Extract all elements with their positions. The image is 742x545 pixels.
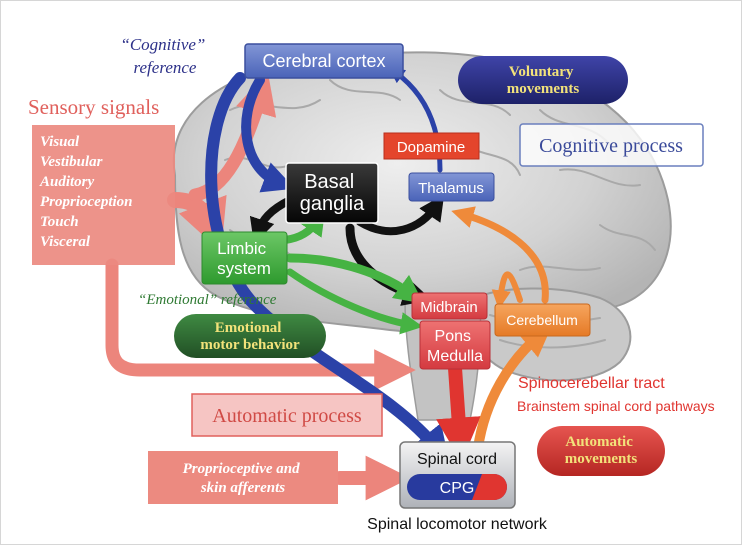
arrow-brainstem-to-spinal xyxy=(436,361,481,463)
svg-text:Automatic movements: Automatic movements xyxy=(565,434,638,467)
svg-text:Emotional motor behavior: Emotional motor behavior xyxy=(200,320,300,353)
automatic-process-label: Automatic process xyxy=(212,405,362,427)
arrow-limbic-to-midbrain xyxy=(285,253,424,304)
sensory-signals-box: Visual Vestibular Auditory Proprioceptio… xyxy=(32,125,175,265)
sensory-item-visual: Visual xyxy=(40,134,80,150)
automatic-movements-pill: Automatic movements xyxy=(537,426,665,476)
spinal-locomotor-network-label: Spinal locomotor network xyxy=(367,516,548,533)
basal-ganglia-node: Basal ganglia xyxy=(285,162,379,224)
pons-medulla-node: Pons Medulla xyxy=(419,320,491,370)
arrow-limbic-to-pons xyxy=(286,268,424,335)
dopamine-label: Dopamine xyxy=(397,139,465,156)
svg-text:Basal ganglia: Basal ganglia xyxy=(300,171,365,215)
cerebellum-label: Cerebellum xyxy=(506,312,578,328)
sensory-item-vestibular: Vestibular xyxy=(40,154,103,170)
voluntary-movements-pill: Voluntary movements xyxy=(458,56,628,104)
arrow-cortex-to-basal xyxy=(241,75,295,193)
arrow-spinocerebellar-tract xyxy=(473,324,553,453)
proprioceptive-afferents-box: Proprioceptive and skin afferents xyxy=(148,451,338,504)
cerebral-cortex-label: Cerebral cortex xyxy=(262,51,385,71)
cognitive-reference-line-1: “Cognitive” xyxy=(120,35,205,54)
emotional-motor-line-2: motor behavior xyxy=(200,337,300,353)
arrow-cerebellum-to-midbrain xyxy=(491,271,523,310)
midbrain-label: Midbrain xyxy=(420,299,478,316)
spinal-cord-node: Spinal cord CPG xyxy=(399,441,516,509)
svg-text:Limbic system: Limbic system xyxy=(217,239,271,278)
automatic-movements-line-2: movements xyxy=(565,451,638,467)
emotional-reference-label: “Emotional” reference xyxy=(138,292,277,308)
thalamus-node: Thalamus xyxy=(408,172,495,202)
emotional-motor-behavior-pill: Emotional motor behavior xyxy=(174,314,326,358)
thalamus-label: Thalamus xyxy=(418,180,484,197)
afferents-line-1: Proprioceptive and xyxy=(183,461,301,477)
cpg-node: CPG xyxy=(407,474,507,500)
sensory-item-auditory: Auditory xyxy=(39,174,95,190)
automatic-movements-line-1: Automatic xyxy=(565,434,633,450)
brainstem-pathways-label: Brainstem spinal cord pathways xyxy=(517,398,715,414)
sensory-item-proprioception: Proprioception xyxy=(40,194,133,210)
svg-text:Proprioceptive and skin: Proprioceptive and skin afferents xyxy=(183,461,304,496)
basal-ganglia-line-2: ganglia xyxy=(300,193,365,215)
cerebral-cortex-node: Cerebral cortex xyxy=(244,43,404,79)
limbic-system-line-2: system xyxy=(217,259,271,278)
arrow-sensory-to-brainstem xyxy=(105,258,416,391)
spinal-cord-label: Spinal cord xyxy=(417,451,497,468)
cognitive-process-box: Cognitive process xyxy=(519,123,704,167)
limbic-system-line-1: Limbic xyxy=(217,239,267,258)
pons-line: Pons xyxy=(435,328,471,345)
arrow-basal-to-thalamus xyxy=(356,194,445,235)
arrow-sensory-to-cortex xyxy=(188,72,277,202)
dopamine-node: Dopamine xyxy=(383,132,480,160)
spinocerebellar-tract-label: Spinocerebellar tract xyxy=(518,375,665,392)
voluntary-movements-line-2: movements xyxy=(507,81,580,97)
svg-text:Pons Medulla: Pons Medulla xyxy=(427,328,483,365)
automatic-process-box: Automatic process xyxy=(191,393,383,437)
midbrain-node: Midbrain xyxy=(411,292,488,320)
basal-ganglia-line-1: Basal xyxy=(304,171,354,193)
cognitive-reference-label: “Cognitive” reference xyxy=(120,35,209,77)
cognitive-process-label: Cognitive process xyxy=(539,135,683,157)
emotional-motor-line-1: Emotional xyxy=(215,320,282,336)
limbic-system-node: Limbic system xyxy=(201,231,288,285)
arrow-cerebellum-to-thalamus xyxy=(451,206,549,304)
afferents-line-2: skin afferents xyxy=(200,480,285,496)
svg-text:Visual Vestibular: Visual Vestibular Auditory Proprioceptio… xyxy=(39,134,136,250)
medulla-line: Medulla xyxy=(427,348,483,365)
sensory-item-visceral: Visceral xyxy=(40,234,91,250)
cerebellum-node: Cerebellum xyxy=(494,303,591,337)
voluntary-movements-line-1: Voluntary xyxy=(509,64,574,80)
sensory-item-touch: Touch xyxy=(40,214,79,230)
cpg-label: CPG xyxy=(440,480,475,497)
svg-text:Voluntary movements: Voluntary movements xyxy=(507,64,580,97)
sensory-signals-title: Sensory signals xyxy=(28,95,159,119)
cognitive-reference-line-2: reference xyxy=(134,58,197,77)
